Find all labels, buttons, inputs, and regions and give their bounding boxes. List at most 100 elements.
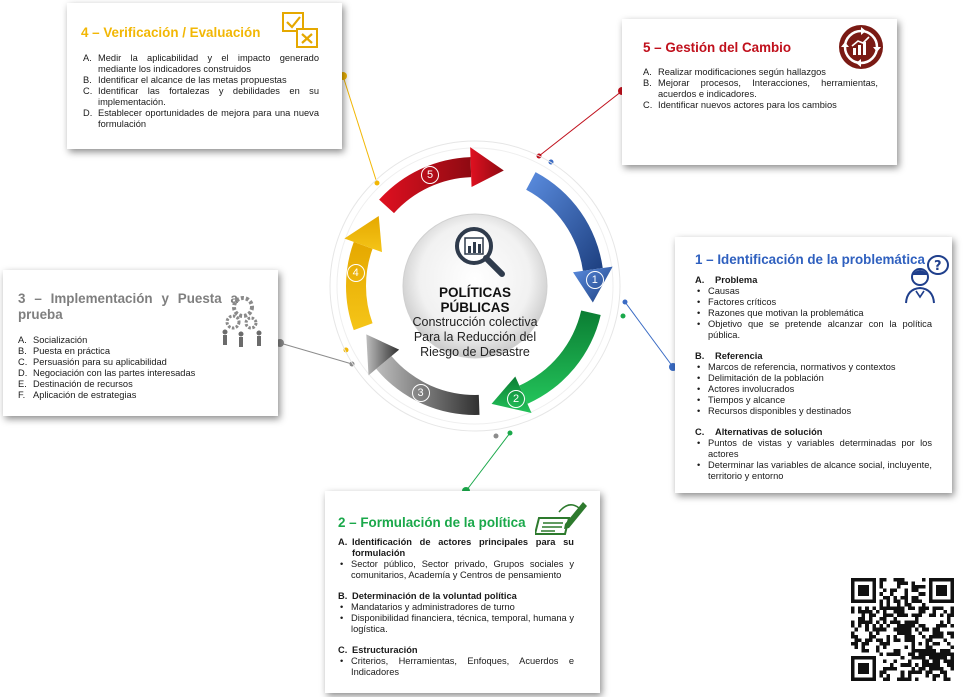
- box4-item: B. Identificar el alcance de las metas pr…: [83, 75, 319, 86]
- box3-item: B. Puesta en práctica: [18, 346, 258, 357]
- bullet-item: Objetivo que se pretende alcanzar con la…: [695, 319, 932, 341]
- center-title: POLÍTICAS PÚBLICAS: [438, 285, 511, 315]
- section-heading: A. Problema: [695, 275, 932, 286]
- section-mark: C.: [695, 427, 705, 437]
- section-heading: C. Alternativas de solución: [695, 427, 932, 438]
- box3-item: E. Destinación de recursos: [18, 379, 258, 390]
- bullet-item: Recursos disponibles y destinados: [695, 406, 932, 417]
- item-mark: A.: [643, 67, 652, 77]
- section-label: Estructuración: [352, 645, 418, 655]
- section-heading: B.Determinación de la voluntad política: [338, 591, 574, 602]
- connector-1: [624, 301, 674, 368]
- svg-text:?: ?: [934, 259, 942, 274]
- item-text: Persuasión para su aplicabilidad: [33, 357, 167, 367]
- center-disc: [402, 213, 548, 359]
- arc-step-3-arrowhead: [366, 334, 400, 376]
- box3-item: A. Socialización: [18, 335, 258, 346]
- section-label: Alternativas de solución: [715, 427, 823, 437]
- arc-step-5: [379, 157, 472, 214]
- section-mark: A.: [338, 537, 348, 547]
- bullet-item: Mandatarios y administradores de turno: [338, 602, 574, 613]
- box3-item: D. Negociación con las partes interesadas: [18, 368, 258, 379]
- item-text: Negociación con las partes interesadas: [33, 368, 196, 378]
- connector-4: [342, 75, 378, 184]
- box5-item: A.Realizar modificaciones según hallazgo…: [643, 67, 878, 78]
- box-step-5: 5 – Gestión del Cambio A.Realizar modifi…: [622, 19, 897, 165]
- bullet-item: Tiempos y alcance: [695, 395, 932, 406]
- item-mark: C.: [18, 357, 28, 367]
- box-1-body: A. ProblemaCausasFactores críticosRazones…: [695, 275, 932, 482]
- section-heading: B. Referencia: [695, 351, 932, 362]
- bullet-item: Criterios, Herramientas, Enfoques, Acuer…: [338, 656, 574, 678]
- item-text: Establecer oportunidades de mejora para …: [98, 108, 319, 129]
- qr-code-icon: [851, 578, 954, 681]
- item-mark: C.: [643, 100, 653, 110]
- magnifier-chart-icon: [455, 227, 505, 277]
- change-cycle-icon: [839, 25, 883, 69]
- box-2-title: 2 – Formulación de la política: [338, 515, 526, 530]
- bullet-item: Razones que motivan la problemática: [695, 308, 932, 319]
- item-mark: B.: [83, 75, 92, 85]
- item-text: Mejorar procesos, Interacciones, herrami…: [658, 78, 878, 99]
- box4-item: D.Establecer oportunidades de mejora par…: [83, 108, 319, 130]
- box-step-4: 4 – Verificación / Evaluación A.Medir la…: [67, 3, 342, 149]
- item-mark: A.: [83, 53, 92, 63]
- item-text: Aplicación de estrategias: [33, 390, 137, 400]
- arc-step-1: [526, 172, 603, 271]
- step-number-2: 2: [507, 389, 526, 408]
- box-step-1: 1 – Identificación de la problemática ? …: [675, 237, 952, 493]
- bullet-item: Causas: [695, 286, 932, 297]
- box5-item: C. Identificar nuevos actores para los ca…: [643, 100, 878, 111]
- section-label: Problema: [715, 275, 758, 285]
- checklist-icon: [282, 12, 318, 48]
- box-step-2: 2 – Formulación de la política A. Identif…: [325, 491, 600, 693]
- item-text: Identificar las fortalezas y debilidades…: [98, 86, 319, 107]
- item-mark: D.: [18, 368, 28, 378]
- box-2-body: A. Identificación de actores principales …: [338, 537, 574, 678]
- item-text: Identificar el alcance de las metas prop…: [98, 75, 287, 85]
- section-bullets: Sector público, Sector privado, Grupos s…: [338, 559, 574, 581]
- section-label: Identificación de actores principales pa…: [352, 537, 574, 558]
- item-mark: E.: [18, 379, 27, 389]
- item-mark: F.: [18, 390, 26, 400]
- section-label: Referencia: [715, 351, 763, 361]
- item-mark: B.: [18, 346, 27, 356]
- section-bullets: Puntos de vistas y variables determinada…: [695, 438, 932, 482]
- bullet-item: Puntos de vistas y variables determinada…: [695, 438, 932, 460]
- section-heading: C.Estructuración: [338, 645, 574, 656]
- outer-ring: [329, 140, 621, 432]
- section-bullets: Criterios, Herramientas, Enfoques, Acuer…: [338, 656, 574, 678]
- cycle-arcs: [344, 147, 613, 415]
- item-text: Puesta en práctica: [33, 346, 111, 356]
- arc-step-4: [345, 241, 373, 331]
- box-1-title: 1 – Identificación de la problemática: [695, 252, 925, 267]
- section-mark: B.: [695, 351, 705, 361]
- step-number-5: 5: [421, 165, 440, 184]
- arc-step-3: [376, 356, 480, 415]
- arc-step-2: [519, 310, 601, 404]
- section-mark: A.: [695, 275, 705, 285]
- connector-5: [538, 90, 623, 157]
- step-number-1: 1: [585, 270, 604, 289]
- bullet-item: Factores críticos: [695, 297, 932, 308]
- writing-document-icon: [535, 502, 587, 535]
- item-text: Medir la aplicabilidad y el impacto gene…: [98, 53, 319, 74]
- item-text: Socialización: [33, 335, 88, 345]
- bullet-item: Sector público, Sector privado, Grupos s…: [338, 559, 574, 581]
- item-text: Identificar nuevos actores para los camb…: [658, 100, 837, 110]
- step-number-4: 4: [346, 264, 365, 283]
- item-text: Destinación de recursos: [33, 379, 133, 389]
- item-mark: A.: [18, 335, 27, 345]
- box-5-list: A.Realizar modificaciones según hallazgo…: [643, 67, 878, 111]
- connector-2: [465, 432, 511, 492]
- center-line-3: Riesgo de Desastre: [420, 345, 530, 359]
- item-mark: C.: [83, 86, 93, 96]
- section-bullets: Marcos de referencia, normativos y conte…: [695, 362, 932, 417]
- arc-step-5-arrowhead: [470, 147, 504, 188]
- box3-item: F. Aplicación de estrategias: [18, 390, 258, 401]
- bullet-item: Disponibilidad financiera, técnica, temp…: [338, 613, 574, 635]
- section-label: Determinación de la voluntad política: [352, 591, 517, 601]
- box-4-list: A. Medir la aplicabilidad y el impacto ge…: [83, 53, 319, 130]
